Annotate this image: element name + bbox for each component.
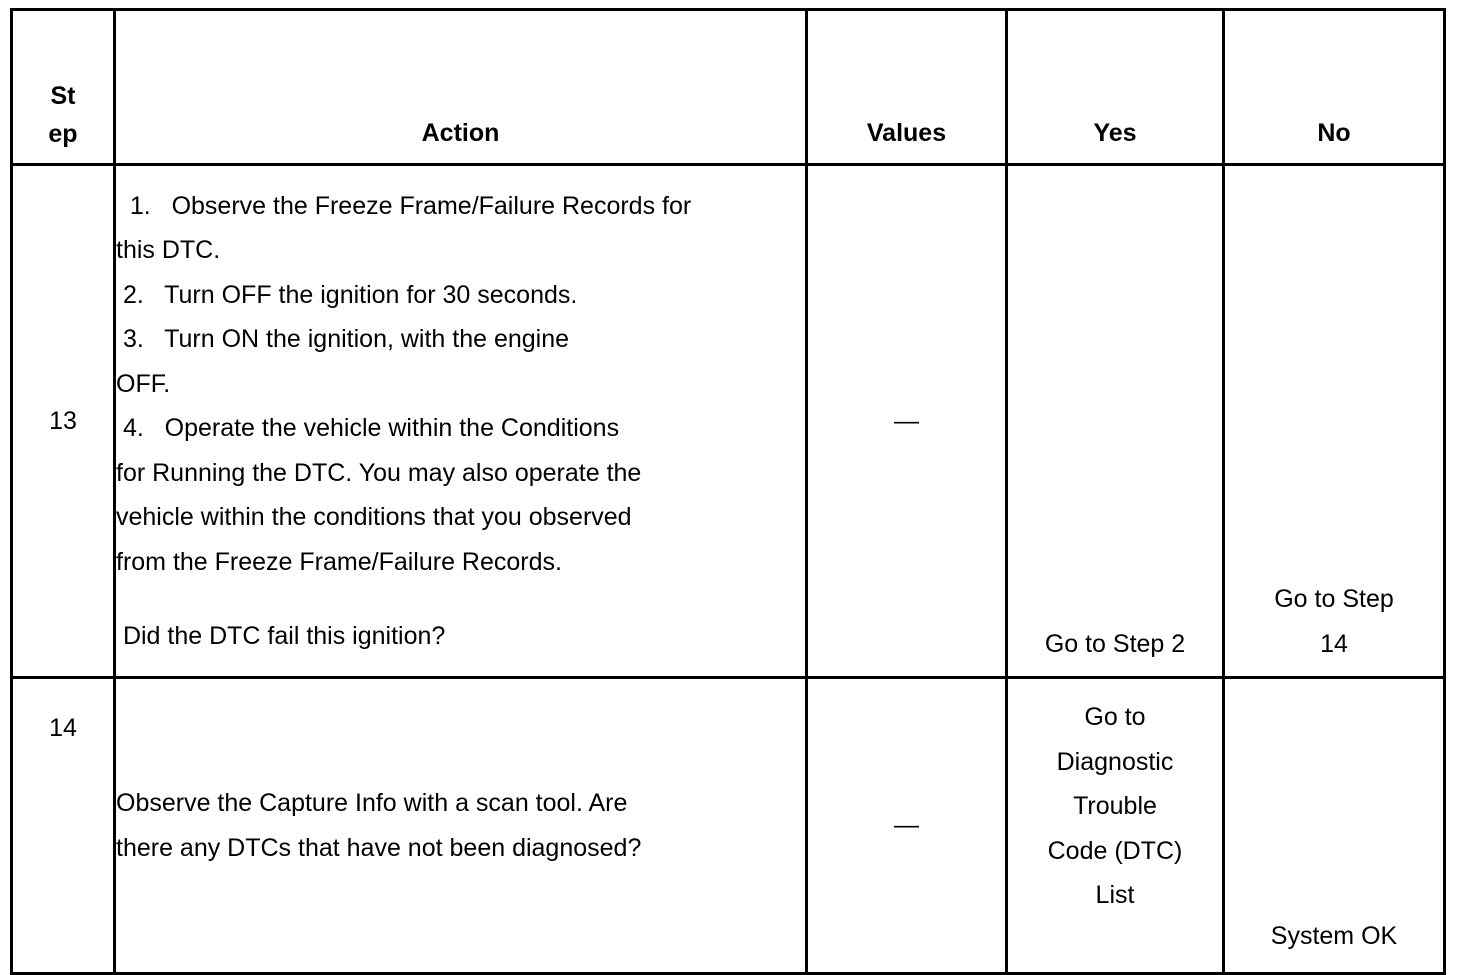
action-cell: 1. Observe the Freeze Frame/Failure Reco… [113, 163, 808, 679]
action-cell: Observe the Capture Info with a scan too… [113, 676, 808, 975]
document-page: St ep Action Values Yes No 13 1. Observe… [10, 8, 1446, 975]
action-question-line: Did the DTC fail this ignition? [116, 622, 446, 650]
yes-line: Code (DTC) [1047, 836, 1183, 865]
column-header-no: No [1222, 8, 1446, 166]
column-header-step-line-2: ep [48, 119, 78, 148]
action-line: for Running the DTC. You may also operat… [116, 458, 642, 487]
action-line-spacer [116, 584, 805, 614]
action-line: 1. Observe the Freeze Frame/Failure Reco… [116, 191, 692, 220]
action-line: 2. Turn OFF the ignition for 30 seconds. [116, 280, 578, 309]
yes-line: Diagnostic [1056, 747, 1174, 776]
values-dash: — [894, 406, 919, 435]
step-number-cell: 14 [10, 676, 116, 975]
column-header-values: Values [805, 8, 1008, 166]
table-row: 13 1. Observe the Freeze Frame/Failure R… [10, 163, 1446, 679]
yes-cell: Go to Step 2 [1005, 163, 1225, 679]
action-line: 3. Turn ON the ignition, with the engine [116, 325, 570, 353]
no-cell: Go to Step 14 [1222, 163, 1446, 679]
column-header-step-line-1: St [50, 82, 76, 110]
action-line: this DTC. [116, 236, 221, 264]
action-line: Observe the Capture Info with a scan too… [116, 789, 628, 817]
action-line: 4. Operate the vehicle within the Condit… [116, 414, 620, 442]
step-number-cell: 13 [10, 163, 116, 679]
yes-line: List [1095, 881, 1135, 909]
no-line: System OK [1270, 921, 1398, 950]
no-cell: System OK [1222, 676, 1446, 975]
yes-line: Go to Step 2 [1044, 629, 1186, 658]
yes-line: Go to [1084, 703, 1146, 731]
column-header-step: St ep [10, 8, 116, 166]
no-line: Go to Step [1274, 585, 1394, 613]
column-header-yes: Yes [1005, 8, 1225, 166]
values-cell: — [805, 163, 1008, 679]
no-line: 14 [1320, 629, 1348, 658]
action-line: vehicle within the conditions that you o… [116, 503, 632, 531]
yes-cell: Go to Diagnostic Trouble Code (DTC) List [1005, 676, 1225, 975]
yes-line: Trouble [1073, 792, 1157, 820]
diagnostic-step-table: St ep Action Values Yes No 13 1. Observe… [10, 8, 1446, 975]
action-question-line: there any DTCs that have not been diagno… [116, 833, 642, 862]
action-line: from the Freeze Frame/Failure Records. [116, 547, 562, 576]
table-header-row: St ep Action Values Yes No [10, 8, 1446, 166]
values-dash: — [894, 811, 919, 839]
column-header-action: Action [113, 8, 808, 166]
values-cell: — [805, 676, 1008, 975]
action-line: OFF. [116, 369, 171, 398]
table-row: 14 Observe the Capture Info with a scan … [10, 676, 1446, 975]
